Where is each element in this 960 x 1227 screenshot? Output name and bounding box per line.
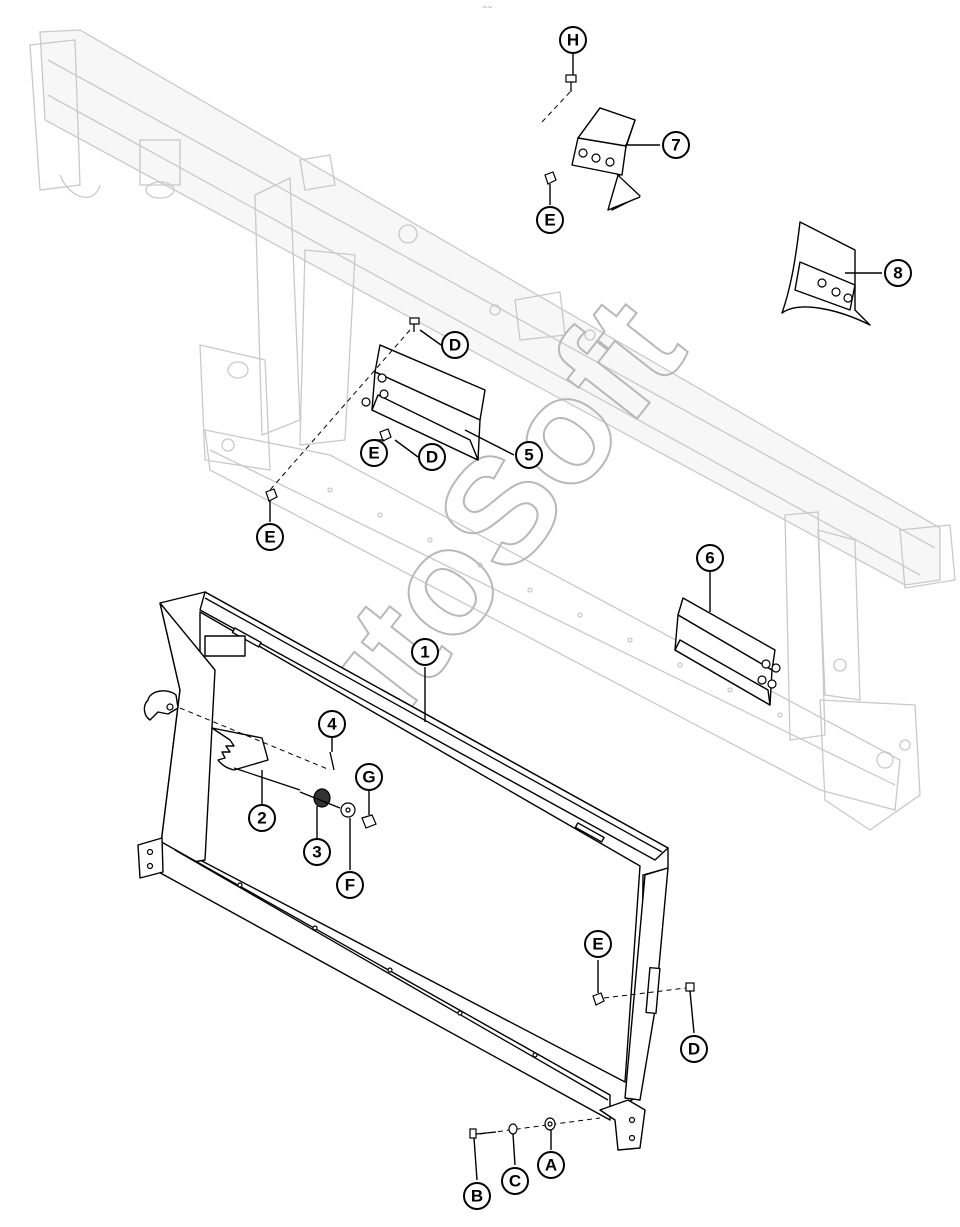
frame-rail-holes: [327, 487, 783, 718]
callout-H: H: [559, 26, 587, 54]
bolt-d-right: [685, 982, 695, 992]
frame-left-plate: [29, 39, 81, 191]
callout-3: 3: [303, 838, 331, 866]
callout-D1: D: [441, 331, 469, 359]
callout-5: 5: [515, 441, 543, 469]
nut-e-right: [592, 992, 605, 1006]
callout-7-label: 7: [671, 136, 680, 155]
callout-E3-label: E: [264, 528, 275, 547]
frame-right-upright: [784, 511, 826, 741]
panel-left-bracket: [137, 837, 164, 879]
callout-2: 2: [248, 804, 276, 832]
callout-E3: E: [256, 523, 284, 551]
callout-G: G: [355, 763, 383, 791]
nut-e-part5: [379, 428, 392, 442]
callout-E1-label: E: [544, 211, 555, 230]
latch-hook-left: [143, 690, 179, 721]
part-6-shield: [674, 597, 781, 706]
bolt-d-part5-top: [409, 317, 420, 332]
callout-G-label: G: [362, 768, 375, 787]
frame-left-bracket: [199, 344, 271, 471]
callout-4-label: 4: [327, 715, 337, 734]
frame-assembly: [29, 29, 956, 831]
bolt-h: [565, 74, 577, 92]
washer-a: [544, 1117, 556, 1131]
callout-6-label: 6: [705, 549, 714, 568]
callout-E4: E: [584, 930, 612, 958]
part-3-spring: [299, 788, 341, 809]
callout-E1: E: [536, 206, 564, 234]
callout-B-label: B: [471, 1187, 483, 1206]
callout-5-label: 5: [524, 446, 533, 465]
callout-8: 8: [884, 259, 912, 287]
lockwasher-c: [508, 1123, 518, 1135]
top-mark: ~~: [482, 2, 493, 12]
panel-right-bracket: [599, 1099, 646, 1151]
callout-7: 7: [662, 131, 690, 159]
nut-e-lower-left: [265, 488, 278, 502]
callout-D2-label: D: [426, 448, 438, 467]
callout-3-label: 3: [312, 843, 321, 862]
callout-E2-label: E: [368, 444, 379, 463]
callout-D1-label: D: [449, 336, 461, 355]
callout-F: F: [336, 871, 364, 899]
callout-E2: E: [360, 439, 388, 467]
callout-H-label: H: [567, 31, 579, 50]
part-5-shield: [361, 344, 486, 461]
part-7-shield: [571, 107, 641, 211]
callout-C: C: [501, 1167, 529, 1195]
leader-lines: [261, 53, 882, 1181]
callout-2-label: 2: [257, 809, 266, 828]
callout-D2: D: [418, 443, 446, 471]
part-4-pin: [329, 751, 335, 771]
callout-D3-label: D: [688, 1040, 700, 1059]
callout-A: A: [537, 1151, 565, 1179]
callout-1: 1: [411, 638, 439, 666]
frame-right-plate: [899, 524, 956, 589]
callout-D3: D: [680, 1035, 708, 1063]
callout-8-label: 8: [893, 264, 902, 283]
callout-B: B: [463, 1182, 491, 1210]
part-2-latch: [211, 727, 301, 791]
callout-A-label: A: [545, 1156, 557, 1175]
panel-right-wall: [624, 867, 669, 1101]
frame-lower-rail: [204, 429, 901, 811]
callout-6: 6: [696, 544, 724, 572]
callout-F-label: F: [345, 876, 355, 895]
part-8-shield: [781, 221, 871, 326]
bolt-b: [469, 1128, 497, 1139]
nut-g: [361, 814, 377, 829]
washer-f: [340, 802, 356, 818]
callout-E4-label: E: [592, 935, 603, 954]
frame-right-bracket: [819, 699, 921, 831]
part-1-main-panel: [137, 591, 669, 1151]
callout-1-label: 1: [420, 643, 429, 662]
nut-e-part7: [544, 171, 557, 185]
callout-C-label: C: [509, 1172, 521, 1191]
callout-4: 4: [318, 710, 346, 738]
